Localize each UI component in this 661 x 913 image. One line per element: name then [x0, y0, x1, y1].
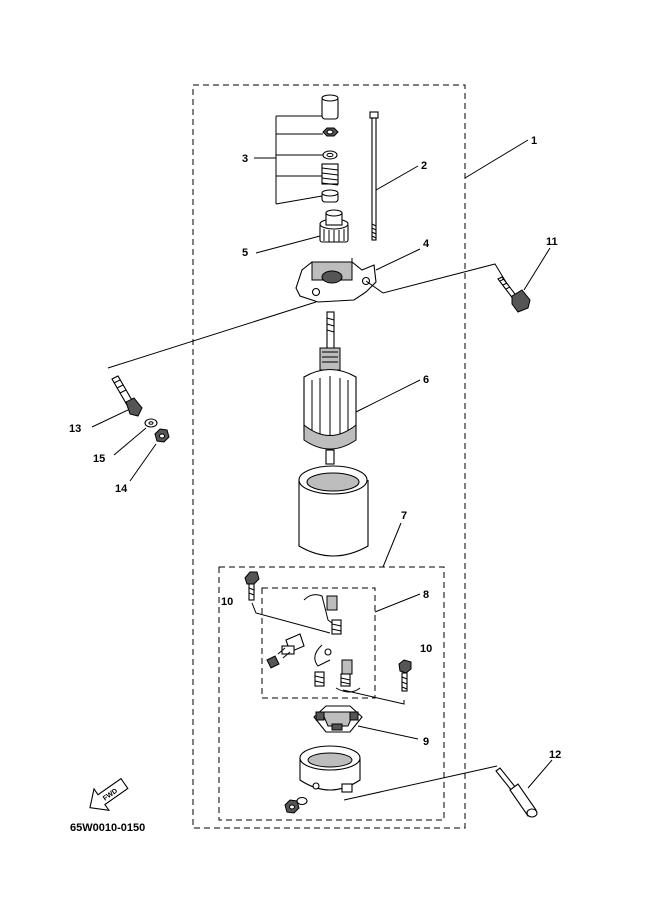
yoke-tube	[298, 465, 369, 557]
part-12-bolt	[495, 767, 538, 818]
fwd-arrow-icon: FWD	[89, 777, 129, 811]
callout-9: 9	[423, 736, 429, 748]
callout-5: 5	[242, 247, 248, 259]
part-13-stud	[111, 375, 143, 417]
end-cap	[299, 745, 361, 793]
callout-13: 13	[69, 423, 81, 435]
callout-12: 12	[549, 749, 561, 761]
part-5-pinion	[319, 209, 349, 243]
part-10-screw-left	[244, 571, 260, 601]
callout-11: 11	[546, 236, 558, 248]
callout-10-left: 10	[221, 596, 233, 608]
callout-10-right: 10	[420, 643, 432, 655]
part-3-group	[254, 94, 339, 205]
callout-15: 15	[93, 453, 105, 465]
part-2-through-bolt	[369, 111, 379, 241]
part-11-bolt	[497, 276, 531, 313]
end-cap-nut	[284, 796, 308, 814]
part-8-brush-holder	[266, 594, 361, 693]
callout-7: 7	[401, 510, 407, 522]
part-6-armature	[303, 311, 357, 465]
diagram-part-number: 65W0010-0150	[70, 822, 145, 834]
part-9-brush-plate	[313, 705, 363, 733]
callout-8: 8	[423, 589, 429, 601]
callout-4: 4	[423, 238, 430, 250]
assembly-7-boundary	[218, 566, 445, 821]
callout-1: 1	[531, 135, 537, 147]
callout-6: 6	[423, 374, 429, 386]
part-15-washer	[144, 418, 158, 428]
assembly-1-boundary	[192, 84, 466, 829]
callout-3: 3	[242, 153, 248, 165]
part-4-bracket	[295, 248, 421, 303]
part-14-nut	[154, 428, 170, 443]
assembly-8-boundary	[261, 587, 376, 699]
callout-14: 14	[115, 483, 128, 495]
callout-2: 2	[421, 160, 427, 172]
part-10-screw-right	[398, 659, 412, 692]
